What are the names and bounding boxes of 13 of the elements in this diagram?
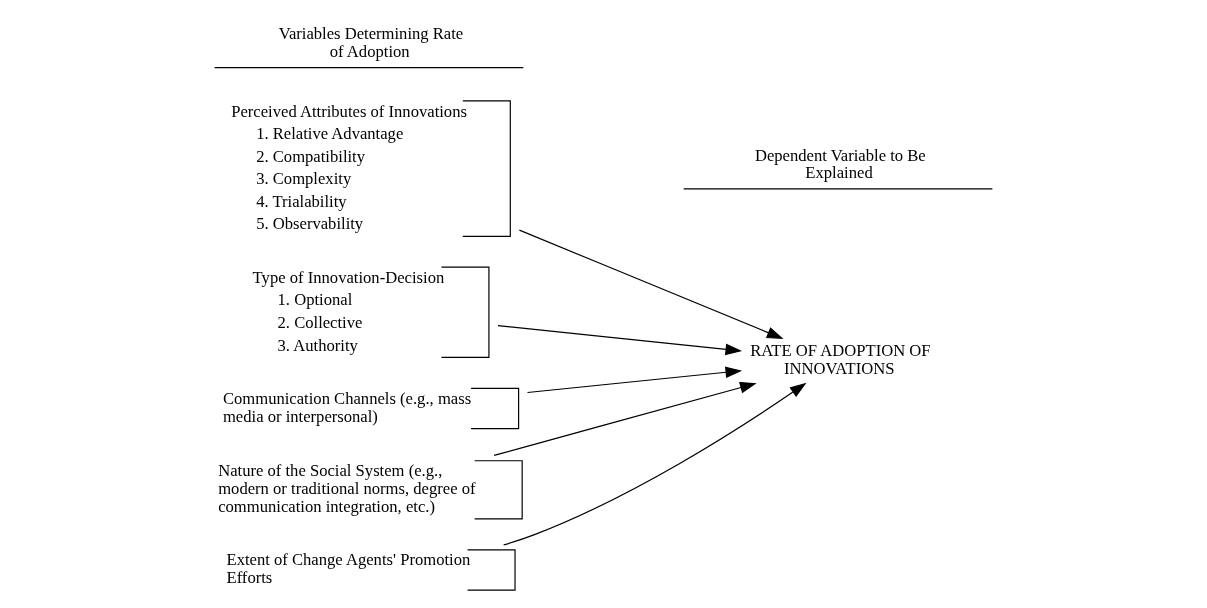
arrow [526, 366, 743, 394]
arrow [493, 381, 757, 456]
node-text: Communication Channels (e.g., mass media or interpersonal) [222, 388, 472, 426]
label: Variables Determining Rate of Adoption [278, 24, 464, 62]
node-text: Type of Innovation-Decision 1. Optional 2. Collective 3. Authority [252, 267, 445, 355]
node-text: RATE OF ADOPTION OF INNOVATIONS [750, 341, 931, 379]
label: Dependent Variable to Be Explained [754, 145, 926, 183]
arrow [497, 325, 743, 356]
arrow [518, 229, 784, 340]
arrow [503, 382, 807, 546]
node-text: Extent of Change Agents' Promotion Efforts [226, 550, 471, 588]
node-text: Perceived Attributes of Innovations 1. Relative Advantage 2. Compatibility 3. Complexity 4. Trialability 5. Observability [231, 101, 467, 234]
node-text: Nature of the Social System (e.g., modern or traditional norms, degree of communication integration, etc.) [218, 461, 476, 517]
